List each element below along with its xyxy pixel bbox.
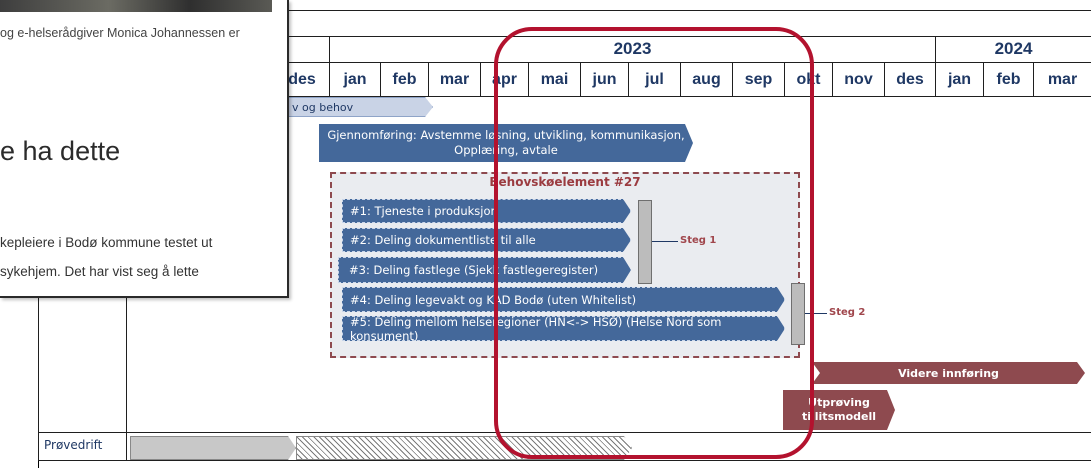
month-label: des [896, 71, 924, 88]
month-label: mai [540, 71, 569, 88]
steg2-bracket [791, 283, 805, 345]
year-label-2023: 2023 [613, 39, 652, 58]
element-bar-3: #3: Deling fastlege (Sjekk fastlegeregis… [338, 257, 631, 283]
month-divider [732, 62, 733, 96]
article-paragraph-line2: sykehjem. Det har vist seg å lette [0, 264, 199, 279]
month-divider [380, 62, 381, 96]
element-bar-1: #1: Tjeneste i produksjon [342, 199, 631, 223]
month-divider [832, 62, 833, 96]
month-divider [1033, 62, 1034, 96]
month-label: jan [947, 71, 972, 88]
videre-innforing-bar: Videre innføring [812, 362, 1085, 384]
provedrift-bar [130, 436, 296, 460]
body-bottom [38, 432, 1091, 433]
month-label: mar [439, 71, 470, 88]
element-label-4: #4: Deling legevakt og KAD Bodø (uten Wh… [350, 292, 637, 307]
label-col-right [126, 290, 127, 460]
month-label: okt [796, 71, 821, 88]
frame-line-2 [287, 36, 1091, 37]
article-paragraph-line1: kepleiere i Bodø kommune testet ut [0, 235, 213, 250]
behov-bar: v og behov [287, 97, 433, 117]
label-col-left [38, 290, 39, 460]
behov-bar-label: v og behov [292, 100, 354, 114]
month-label: jul [645, 71, 664, 88]
element-bar-5: #5: Deling mellom helseregioner (HN<-> H… [342, 316, 785, 341]
month-label: aug [692, 71, 721, 88]
month-divider [428, 62, 429, 96]
month-divider [528, 62, 529, 96]
month-divider [628, 62, 629, 96]
utproving-label-line1: Utprøving [808, 396, 870, 409]
steg2-connector [805, 313, 827, 314]
article-overlay: og e-helserådgiver Monica Johannessen er… [0, 0, 289, 298]
month-divider [480, 62, 481, 96]
month-divider [784, 62, 785, 96]
utproving-label-line2: tillitsmodell [801, 410, 877, 423]
year-divider [935, 36, 936, 96]
article-photo-caption: og e-helserådgiver Monica Johannessen er [0, 26, 240, 40]
month-label: mar [1047, 71, 1078, 88]
steg1-connector [652, 241, 678, 242]
row-bottom [38, 460, 1091, 461]
element-label-5: #5: Deling mellom helseregioner (HN<-> H… [350, 314, 722, 343]
month-label: nov [844, 71, 873, 88]
steg1-label: Steg 1 [680, 235, 717, 246]
steg2-label: Steg 2 [829, 307, 866, 318]
highlight-frame [494, 27, 814, 459]
month-row-bottom [287, 96, 1091, 97]
month-label: feb [996, 71, 1021, 88]
provedrift-label: Prøvedrift [44, 438, 103, 452]
element-label-2: #2: Deling dokumentliste til alle [350, 233, 536, 247]
year-label-2024: 2024 [994, 39, 1033, 58]
month-divider [983, 62, 984, 96]
month-divider [680, 62, 681, 96]
year-row-bottom [287, 62, 1091, 63]
utproving-bar: Utprøving tillitsmodell [783, 390, 895, 430]
month-label: feb [392, 71, 417, 88]
month-label: sep [744, 71, 773, 88]
year-divider [329, 36, 330, 96]
behovskoelement-title: Behovskøelement #27 [489, 175, 641, 189]
month-divider [884, 62, 885, 96]
frame-top-line [287, 10, 1091, 11]
element-label-3: #3: Deling fastlege (Sjekk fastlegeregis… [349, 263, 599, 277]
videre-innforing-label: Videre innføring [898, 366, 999, 380]
article-heading: e ha dette [0, 136, 121, 166]
element-bar-2: #2: Deling dokumentliste til alle [342, 228, 631, 252]
article-photo [0, 0, 272, 12]
gjennomforing-label-line1: Gjennomføring: Avstemme løsning, utvikli… [327, 128, 685, 142]
gjennomforing-bar: Gjennomføring: Avstemme løsning, utvikli… [319, 124, 693, 162]
element-bar-4: #4: Deling legevakt og KAD Bodø (uten Wh… [342, 287, 785, 312]
month-label: des [288, 71, 316, 88]
element-label-1: #1: Tjeneste i produksjon [350, 204, 498, 218]
month-label: apr [492, 71, 517, 88]
month-label: jun [592, 71, 617, 88]
steg1-bracket [638, 200, 652, 284]
month-divider [580, 62, 581, 96]
month-label: jan [343, 71, 367, 88]
gjennomforing-label-line2: Opplæring, avtale [454, 143, 558, 157]
